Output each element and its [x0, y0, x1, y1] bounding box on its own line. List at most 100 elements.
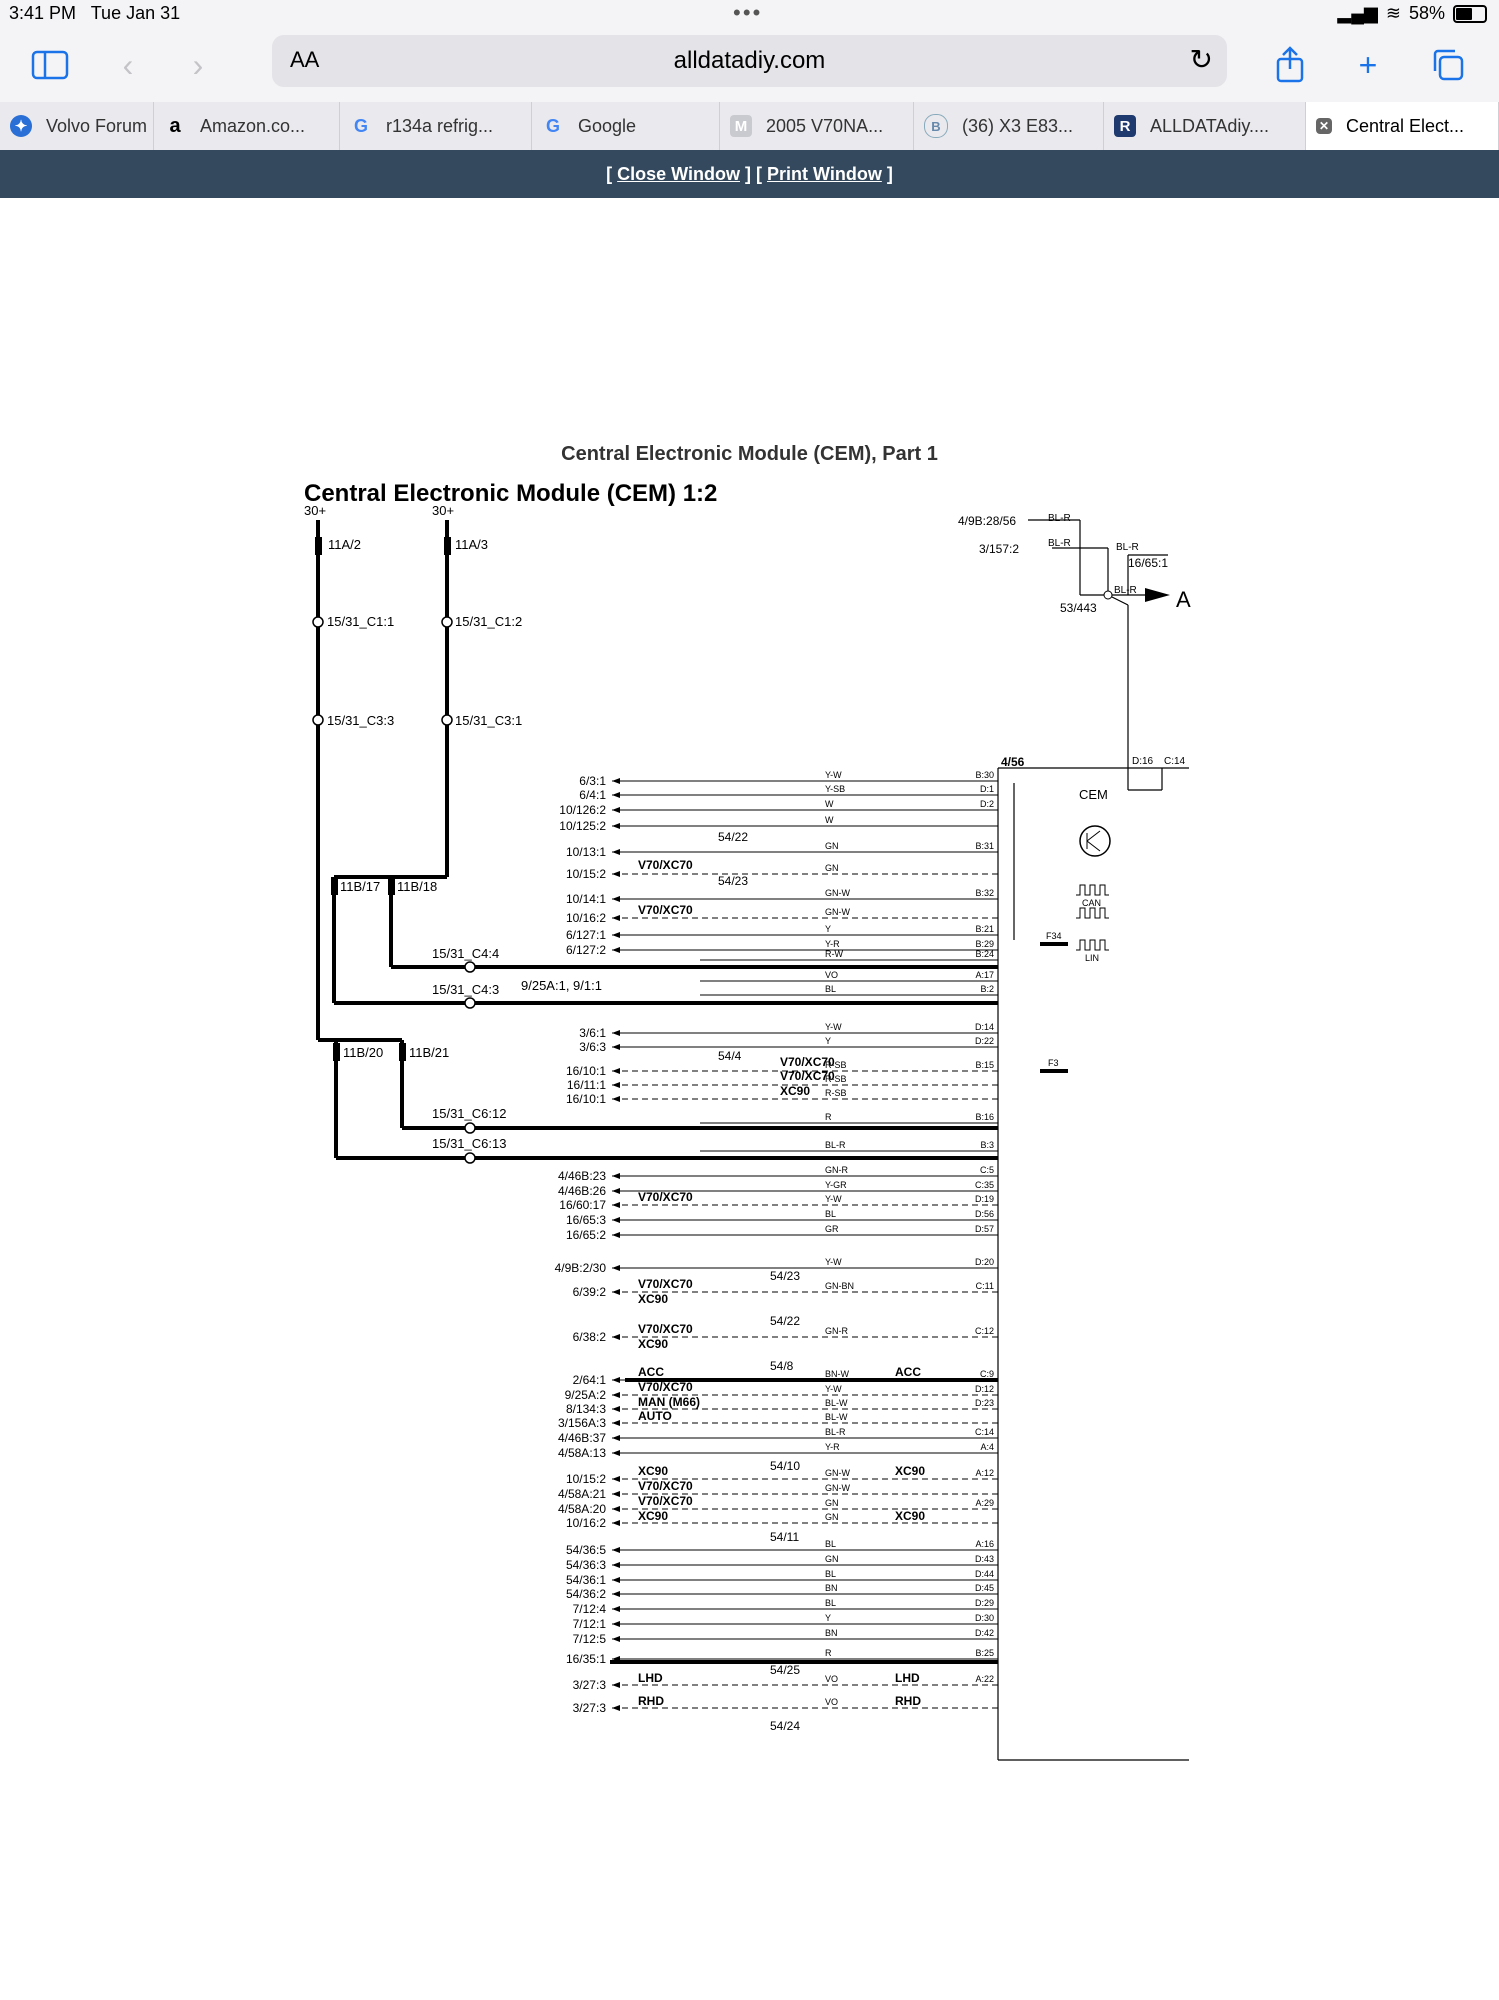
wire-source-label: 6/38:2 [573, 1330, 607, 1344]
arrow-icon [612, 1577, 620, 1583]
arrow-icon [612, 792, 620, 798]
arrow-icon [612, 849, 620, 855]
tab-volvo-forum[interactable]: ✦Volvo Forum [0, 102, 154, 150]
lin-signal-icon [1076, 939, 1109, 951]
svg-text:11A/3: 11A/3 [455, 537, 488, 552]
forward-icon[interactable]: › [192, 47, 204, 83]
tab-central-electronic[interactable]: ✕Central Elect... [1306, 102, 1499, 150]
svg-text:15/31_C4:3: 15/31_C4:3 [432, 982, 499, 997]
wire-color-label: BN [825, 1628, 838, 1638]
wire-source-label: 6/127:1 [566, 928, 606, 942]
connector-label: ACC [638, 1365, 664, 1379]
connector-label: RHD [638, 1694, 664, 1708]
status-indicators: ▂▄▆ ≋ 58% [1337, 3, 1487, 24]
wire-color-label: GN [825, 841, 839, 851]
reload-icon[interactable]: ↻ [1189, 44, 1213, 75]
wire-color-label: R-SB [825, 1074, 847, 1084]
svg-text:15/31_C4:4: 15/31_C4:4 [432, 946, 499, 961]
arrow-icon [612, 807, 620, 813]
connector-label: XC90 [895, 1509, 925, 1523]
wire-source-label: 3/6:3 [579, 1040, 606, 1054]
wire-source-label: 7/12:1 [573, 1617, 607, 1631]
tab-x3-e83[interactable]: B(36) X3 E83... [914, 102, 1104, 150]
arrow-icon [612, 1217, 620, 1223]
tab-label: Amazon.co... [200, 115, 306, 136]
cem-pin-label: D:20 [975, 1257, 994, 1267]
tabs-overview-icon[interactable] [1428, 45, 1468, 85]
window-actions-bar: [ Close Window ] [ Print Window ] [0, 150, 1499, 198]
wire-color-label: GN-R [825, 1326, 848, 1336]
svg-text:11A/2: 11A/2 [328, 537, 361, 552]
arrow-icon [612, 1334, 620, 1340]
cem-pin-label: B:30 [975, 770, 994, 780]
wire-source-label: 7/12:4 [573, 1602, 607, 1616]
wire-source-label: 10/15:2 [566, 867, 606, 881]
share-icon[interactable] [1270, 45, 1310, 85]
wire-color-label: GN [825, 863, 839, 873]
close-window-link[interactable]: Close Window [617, 164, 740, 184]
svg-text:BL-R: BL-R [1114, 585, 1137, 596]
wire-color-label: Y [825, 924, 831, 934]
arrow-icon [612, 1435, 620, 1441]
amazon-icon: a [169, 114, 181, 137]
arrow-icon [612, 932, 620, 938]
cem-pin-label: B:15 [975, 1060, 994, 1070]
svg-text:9/25A:1, 9/1:1: 9/25A:1, 9/1:1 [521, 978, 602, 993]
cem-pin-label: B:2 [980, 984, 994, 994]
arrow-icon [612, 1606, 620, 1612]
wire-source-label: 54/36:5 [566, 1543, 606, 1557]
arrow-icon [612, 1506, 620, 1512]
url-text[interactable]: alldatadiy.com [673, 47, 826, 74]
back-icon[interactable]: ‹ [122, 47, 134, 83]
tab-label: Google [578, 115, 637, 136]
cem-pin-label: D:19 [975, 1194, 994, 1204]
multitask-dots-icon[interactable]: • • • [733, 0, 760, 25]
tab-label: (36) X3 E83... [962, 115, 1074, 136]
arrow-icon [612, 1068, 620, 1074]
wire-source-label: 6/39:2 [573, 1285, 607, 1299]
close-icon[interactable]: ✕ [1316, 118, 1332, 134]
wire-source-label: 16/11:1 [567, 1078, 606, 1092]
cem-pin-label: D:30 [975, 1613, 994, 1623]
new-tab-icon[interactable]: + [1358, 47, 1378, 83]
connector-label: 54/22 [770, 1314, 800, 1328]
connector-label: V70/XC70 [638, 1277, 693, 1291]
wire-color-label: Y-R [825, 939, 840, 949]
wire-color-label: Y-GR [825, 1180, 847, 1190]
wire-color-label: GN-BN [825, 1281, 854, 1291]
wire-source-label: 10/16:2 [566, 911, 606, 925]
connector-label: RHD [895, 1694, 921, 1708]
tab-amazon[interactable]: a Amazon.co... [154, 102, 340, 150]
connector-label: XC90 [895, 1464, 925, 1478]
svg-text:BL-R: BL-R [1048, 538, 1071, 549]
cem-pin-label: D:2 [980, 799, 994, 809]
connector-label: 54/10 [770, 1459, 800, 1473]
diagram-title: Central Electronic Module (CEM) 1:2 [304, 480, 717, 507]
wire-source-label: 16/35:1 [566, 1652, 606, 1666]
svg-text:15/31_C6:12: 15/31_C6:12 [432, 1106, 506, 1121]
wire-color-label: VO [825, 1697, 838, 1707]
wire-source-label: 10/126:2 [559, 803, 606, 817]
wire-color-label: W [825, 799, 834, 809]
print-window-link[interactable]: Print Window [767, 164, 882, 184]
cem-pin-label: C:35 [975, 1180, 994, 1190]
wire-source-label: 54/36:2 [566, 1587, 606, 1601]
sidebar-icon[interactable] [30, 45, 70, 85]
address-bar[interactable]: AA alldatadiy.com ↻ [272, 35, 1227, 87]
cem-pin-label: D:45 [975, 1583, 994, 1593]
wire-source-label: 10/125:2 [559, 819, 606, 833]
arrow-icon [612, 1562, 620, 1568]
text-size-button[interactable]: AA [290, 47, 320, 72]
arrow-icon [612, 1377, 620, 1383]
wire-source-label: 54/36:1 [566, 1573, 606, 1587]
arrow-icon [612, 915, 620, 921]
arrow-icon [612, 871, 620, 877]
wire-source-label: 4/46B:23 [558, 1169, 606, 1183]
connector-label: 54/8 [770, 1359, 794, 1373]
arrow-icon [612, 1030, 620, 1036]
wire-source-label: 3/156A:3 [558, 1416, 606, 1430]
